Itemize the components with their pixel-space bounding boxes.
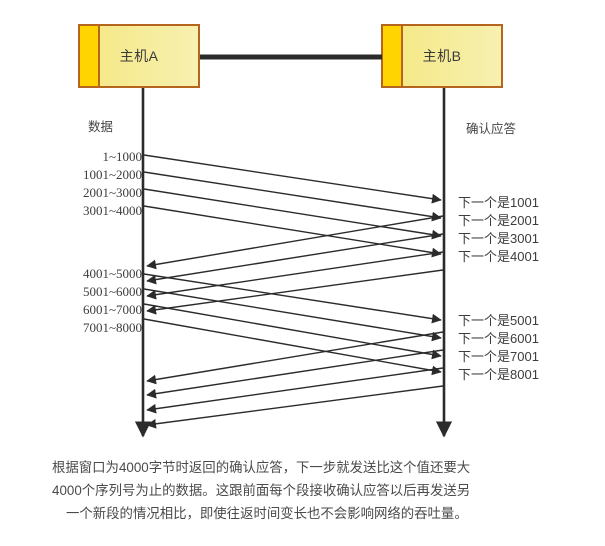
host-b-label: 主机B bbox=[422, 48, 462, 64]
ack-list-group2: 下一个是5001 下一个是6001 下一个是7001 下一个是8001 bbox=[458, 312, 539, 384]
data-arrow-2 bbox=[143, 171, 442, 222]
data-segment-label: 3001~4000 bbox=[82, 203, 142, 218]
data-arrow-5 bbox=[143, 273, 442, 324]
figure-caption: 根据窗口为4000字节时返回的确认应答，下一步就发送比这个值还要大 4000个序… bbox=[52, 456, 557, 525]
ack-label: 下一个是3001 bbox=[458, 231, 539, 246]
ack-arrow-3 bbox=[146, 251, 444, 300]
host-a-box: 主机A bbox=[78, 24, 200, 88]
data-segment-list-group2: 4001~5000 5001~6000 6001~7000 7001~8000 bbox=[58, 265, 142, 337]
data-arrow-6 bbox=[143, 288, 442, 342]
data-segment-label: 1001~2000 bbox=[82, 167, 142, 182]
data-segment-label: 7001~8000 bbox=[82, 320, 142, 335]
ack-arrow-7 bbox=[146, 367, 444, 414]
data-segment-label: 5001~6000 bbox=[82, 284, 142, 299]
data-segment-label: 2001~3000 bbox=[82, 185, 142, 200]
data-arrow-4 bbox=[143, 205, 442, 258]
ack-label: 下一个是4001 bbox=[458, 249, 539, 264]
ack-label: 下一个是8001 bbox=[458, 367, 539, 382]
data-segment-list-group1: 1~1000 1001~2000 2001~3000 3001~4000 bbox=[70, 148, 142, 220]
ack-label: 下一个是1001 bbox=[458, 195, 539, 210]
data-arrow-1 bbox=[143, 154, 442, 204]
data-segment-label: 4001~5000 bbox=[82, 266, 142, 281]
data-column-header: 数据 bbox=[88, 120, 114, 134]
host-b-box: 主机B bbox=[381, 24, 503, 88]
ack-column-header: 确认应答 bbox=[466, 122, 517, 136]
ack-label: 下一个是7001 bbox=[458, 349, 539, 364]
host-a-label: 主机A bbox=[119, 48, 159, 64]
ack-arrow-1 bbox=[146, 215, 444, 270]
data-arrow-8 bbox=[143, 318, 442, 376]
host-b-accent-strip bbox=[383, 26, 404, 86]
caption-line-2: 4000个序列号为止的数据。这跟前面每个段接收确认应答以后再发送另 bbox=[52, 483, 471, 498]
ack-list-group1: 下一个是1001 下一个是2001 下一个是3001 下一个是4001 bbox=[458, 194, 539, 266]
ack-arrow-8 bbox=[146, 385, 444, 429]
data-arrow-3 bbox=[143, 188, 442, 240]
ack-arrow-2 bbox=[146, 233, 444, 285]
ack-label: 下一个是6001 bbox=[458, 331, 539, 346]
ack-label: 下一个是2001 bbox=[458, 213, 539, 228]
data-segment-label: 1~1000 bbox=[102, 149, 142, 164]
data-arrow-7 bbox=[143, 303, 442, 360]
ack-label: 下一个是5001 bbox=[458, 313, 539, 328]
data-segment-label: 6001~7000 bbox=[82, 302, 142, 317]
caption-line-3: 一个新段的情况相比，即使往返时间变长也不会影响网络的吞吐量。 bbox=[66, 506, 468, 521]
host-a-accent-strip bbox=[80, 26, 101, 86]
ack-arrow-5 bbox=[146, 331, 444, 385]
ack-arrow-4 bbox=[146, 269, 444, 315]
ack-arrow-6 bbox=[146, 349, 444, 399]
caption-line-1: 根据窗口为4000字节时返回的确认应答，下一步就发送比这个值还要大 bbox=[52, 460, 471, 475]
